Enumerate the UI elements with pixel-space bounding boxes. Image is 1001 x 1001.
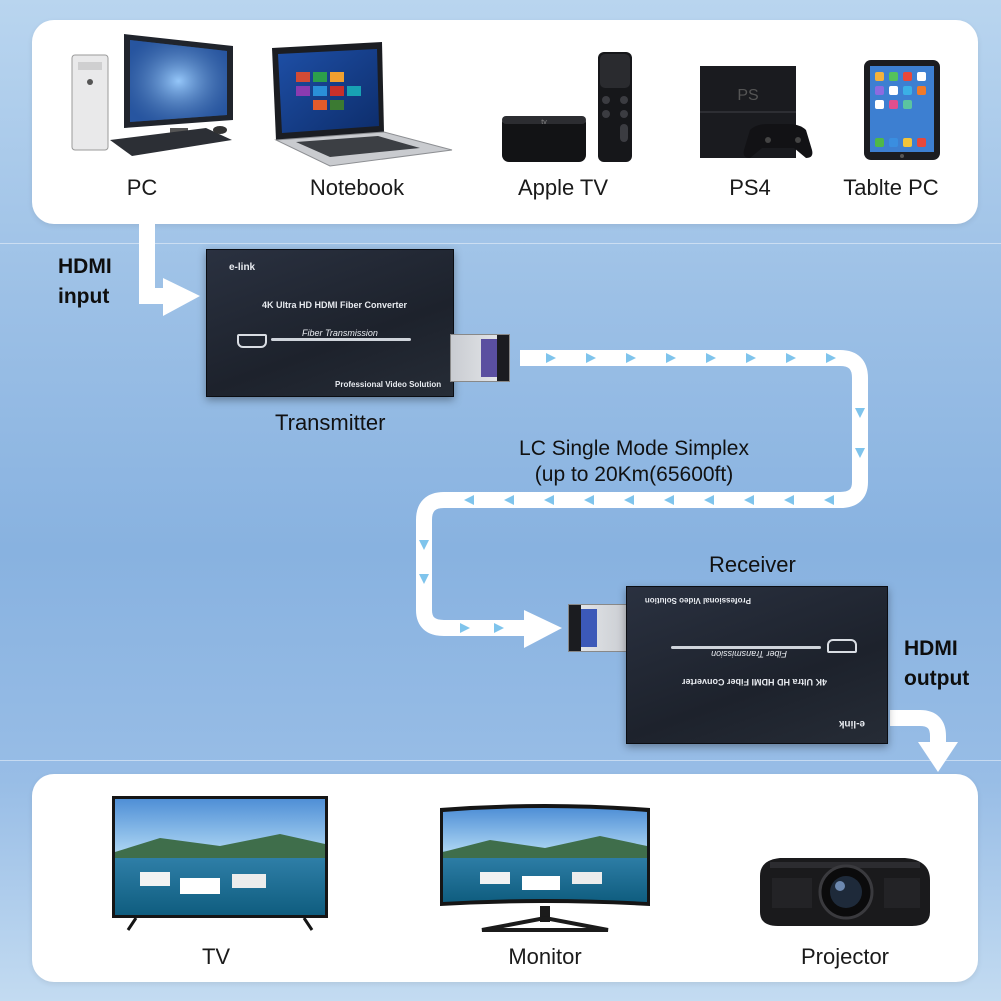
source-label-pc: PC [126, 175, 158, 200]
transmitter-label: Transmitter [275, 410, 386, 435]
display-label-tv: TV [201, 944, 231, 969]
receiver-title: 4K Ultra HD HDMI Fiber Converter [681, 677, 827, 687]
band-divider-top [0, 243, 1001, 244]
hdmi-output-arrow [890, 710, 958, 772]
cable-spec-line1: LC Single Mode Simplex [519, 437, 749, 460]
display-label-monitor: Monitor [508, 944, 582, 969]
hdmi-input-line1: HDMI [58, 255, 112, 278]
transmitter-device: e-link 4K Ultra HD HDMI Fiber Converter … [206, 249, 454, 397]
receiver-hdmi-port-icon [827, 639, 857, 653]
cable-spec-label: LC Single Mode Simplex (up to 20Km(65600… [474, 436, 794, 488]
transmitter-sfp-module-icon [450, 334, 510, 382]
hdmi-output-label: HDMI output [904, 634, 969, 694]
display-label-projector: Projector [800, 944, 890, 969]
source-label-apple-tv: Apple TV [517, 175, 609, 200]
transmitter-title: 4K Ultra HD HDMI Fiber Converter [262, 300, 408, 310]
hdmi-output-line1: HDMI [904, 637, 958, 660]
source-label-tablet: Tablte PC [843, 175, 939, 200]
receiver-label: Receiver [709, 552, 796, 577]
source-label-notebook: Notebook [309, 175, 405, 200]
cable-spec-line2: (up to 20Km(65600ft) [534, 463, 734, 486]
transmitter-footer: Professional Video Solution [335, 380, 442, 389]
hdmi-input-line2: input [58, 285, 110, 308]
receiver-sfp-module-icon [568, 604, 630, 652]
hdmi-output-line2: output [904, 667, 970, 690]
transmitter-subtitle: Fiber Transmission [302, 328, 378, 338]
source-label-ps4: PS4 [729, 175, 771, 200]
receiver-subtitle: Fiber Transmission [711, 649, 787, 659]
transmitter-bar [271, 338, 411, 341]
transmitter-brand: e-link [229, 262, 256, 273]
receiver-brand: e-link [838, 718, 865, 729]
receiver-footer: Professional Video Solution [644, 596, 751, 605]
hdmi-input-label: HDMI input [58, 252, 112, 312]
receiver-device: e-link 4K Ultra HD HDMI Fiber Converter … [626, 586, 888, 744]
hdmi-input-arrow [139, 222, 200, 316]
band-divider-bottom [0, 760, 1001, 761]
transmitter-hdmi-port-icon [237, 334, 267, 348]
